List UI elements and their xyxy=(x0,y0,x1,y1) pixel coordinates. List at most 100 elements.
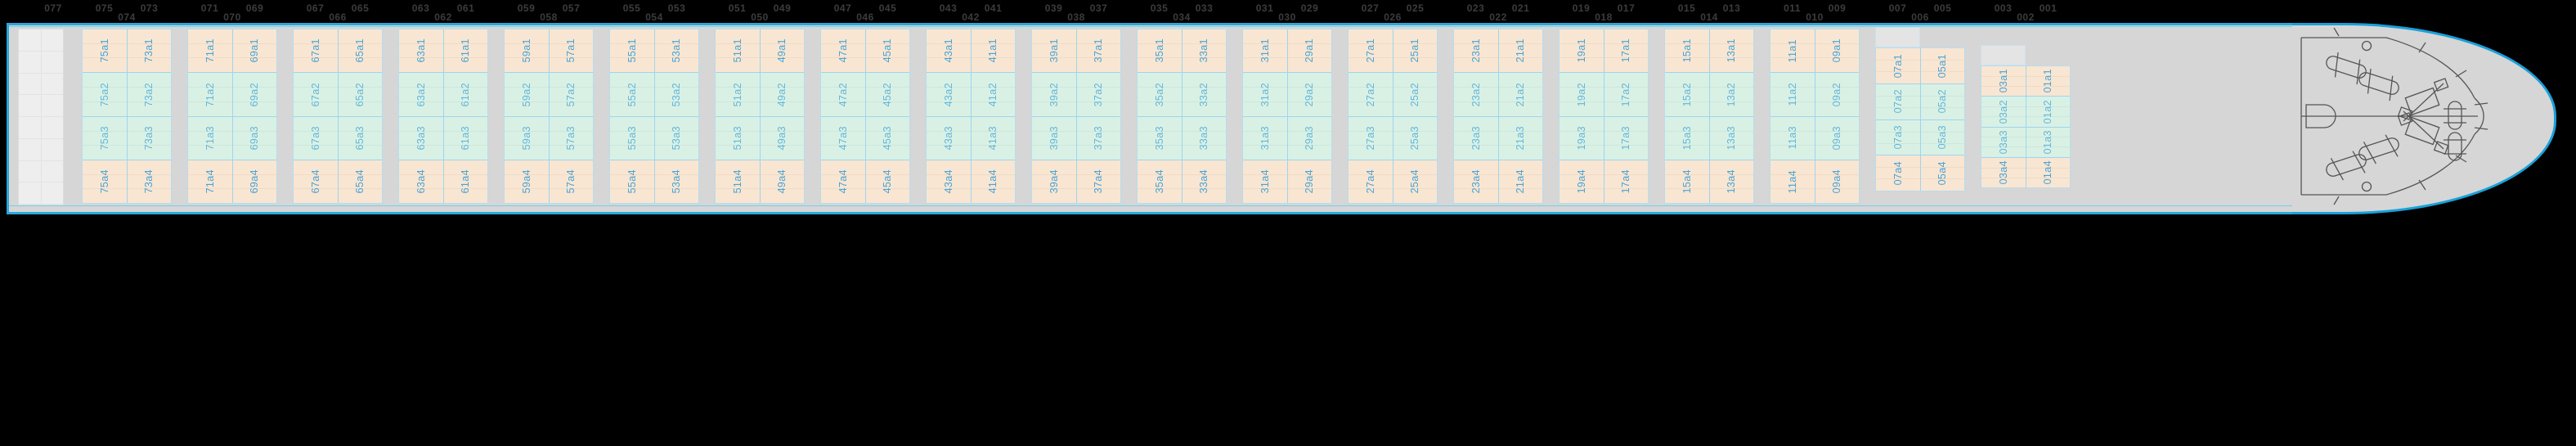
stow-cell[interactable]: 17a1 xyxy=(1604,29,1648,74)
stow-cell[interactable]: 43a3 xyxy=(927,116,971,160)
stow-cell[interactable]: 09a1 xyxy=(1815,29,1859,74)
stow-cell[interactable]: 03a3 xyxy=(1981,127,2026,158)
stow-cell[interactable]: 05a3 xyxy=(1920,119,1964,156)
stow-cell[interactable]: 45a2 xyxy=(865,73,909,117)
stow-cell[interactable]: 35a3 xyxy=(1138,116,1182,160)
stow-cell[interactable]: 41a2 xyxy=(971,73,1015,117)
stow-cell[interactable]: 39a3 xyxy=(1032,116,1076,160)
stow-cell[interactable]: 01a2 xyxy=(2026,97,2070,128)
stow-cell[interactable]: 59a3 xyxy=(505,116,549,160)
stow-cell[interactable]: 61a3 xyxy=(443,116,487,160)
stow-cell[interactable]: 01a3 xyxy=(2026,127,2070,158)
stow-cell[interactable]: 13a4 xyxy=(1709,160,1753,203)
stow-cell[interactable]: 33a3 xyxy=(1182,116,1226,160)
stow-cell[interactable]: 27a4 xyxy=(1349,160,1393,203)
stow-cell[interactable]: 43a2 xyxy=(927,73,971,117)
stow-cell[interactable]: 47a3 xyxy=(821,116,865,160)
stow-cell[interactable]: 67a2 xyxy=(294,73,338,117)
stow-cell[interactable]: 41a3 xyxy=(971,116,1015,160)
stow-cell[interactable]: 71a2 xyxy=(188,73,232,117)
stow-cell[interactable]: 41a4 xyxy=(971,160,1015,203)
stow-cell[interactable]: 01a4 xyxy=(2026,157,2070,187)
stow-cell[interactable]: 75a1 xyxy=(83,29,127,74)
stow-cell[interactable]: 23a2 xyxy=(1454,73,1498,117)
stow-cell[interactable]: 05a1 xyxy=(1920,48,1964,84)
stow-cell[interactable]: 13a2 xyxy=(1709,73,1753,117)
stow-cell[interactable]: 75a3 xyxy=(83,116,127,160)
stow-cell[interactable]: 09a2 xyxy=(1815,73,1859,117)
stow-cell[interactable]: 37a3 xyxy=(1076,116,1120,160)
stow-cell[interactable]: 31a4 xyxy=(1243,160,1287,203)
stow-cell[interactable]: 15a4 xyxy=(1665,160,1709,203)
stow-cell[interactable]: 67a4 xyxy=(294,160,338,203)
stow-cell[interactable]: 27a1 xyxy=(1349,29,1393,74)
stow-cell[interactable]: 55a1 xyxy=(610,29,654,74)
stow-cell[interactable]: 61a2 xyxy=(443,73,487,117)
stow-cell[interactable]: 49a3 xyxy=(760,116,804,160)
stow-cell[interactable]: 73a4 xyxy=(127,160,171,203)
stow-cell[interactable]: 03a2 xyxy=(1981,97,2026,128)
stow-cell[interactable]: 51a1 xyxy=(716,29,760,74)
stow-cell[interactable]: 47a2 xyxy=(821,73,865,117)
stow-cell[interactable]: 57a2 xyxy=(549,73,593,117)
stow-cell[interactable]: 47a4 xyxy=(821,160,865,203)
stow-cell[interactable]: 59a1 xyxy=(505,29,549,74)
stow-cell[interactable]: 43a4 xyxy=(927,160,971,203)
stow-cell[interactable]: 51a3 xyxy=(716,116,760,160)
stow-cell[interactable]: 67a3 xyxy=(294,116,338,160)
stow-cell[interactable]: 11a2 xyxy=(1770,73,1815,117)
stow-cell[interactable]: 57a4 xyxy=(549,160,593,203)
stow-cell[interactable]: 09a4 xyxy=(1815,160,1859,203)
stow-cell[interactable]: 15a2 xyxy=(1665,73,1709,117)
stow-cell[interactable]: 69a2 xyxy=(232,73,276,117)
stow-cell[interactable]: 53a3 xyxy=(654,116,698,160)
stow-cell[interactable]: 65a4 xyxy=(338,160,382,203)
stow-cell[interactable]: 33a2 xyxy=(1182,73,1226,117)
stow-cell[interactable]: 29a4 xyxy=(1287,160,1331,203)
stow-cell[interactable]: 51a4 xyxy=(716,160,760,203)
stow-cell[interactable]: 07a2 xyxy=(1876,83,1920,120)
stow-cell[interactable]: 63a4 xyxy=(399,160,443,203)
stow-cell[interactable]: 29a2 xyxy=(1287,73,1331,117)
stow-cell[interactable]: 19a1 xyxy=(1560,29,1604,74)
stow-cell[interactable]: 21a1 xyxy=(1498,29,1542,74)
stow-cell[interactable]: 49a4 xyxy=(760,160,804,203)
stow-cell[interactable]: 27a3 xyxy=(1349,116,1393,160)
stow-cell[interactable]: 67a1 xyxy=(294,29,338,74)
stow-cell[interactable]: 29a3 xyxy=(1287,116,1331,160)
stow-cell[interactable]: 45a4 xyxy=(865,160,909,203)
stow-cell[interactable]: 55a4 xyxy=(610,160,654,203)
stow-cell[interactable]: 51a2 xyxy=(716,73,760,117)
stow-cell[interactable]: 35a1 xyxy=(1138,29,1182,74)
stow-cell[interactable]: 33a1 xyxy=(1182,29,1226,74)
stow-cell[interactable]: 15a3 xyxy=(1665,116,1709,160)
stow-cell[interactable]: 71a1 xyxy=(188,29,232,74)
stow-cell[interactable]: 35a2 xyxy=(1138,73,1182,117)
stow-cell[interactable]: 57a1 xyxy=(549,29,593,74)
stow-cell[interactable]: 53a4 xyxy=(654,160,698,203)
stow-cell[interactable]: 17a4 xyxy=(1604,160,1648,203)
stow-cell[interactable]: 39a4 xyxy=(1032,160,1076,203)
stow-cell[interactable]: 33a4 xyxy=(1182,160,1226,203)
stow-cell[interactable]: 21a4 xyxy=(1498,160,1542,203)
stow-cell[interactable]: 11a1 xyxy=(1770,29,1815,74)
stow-cell[interactable]: 37a2 xyxy=(1076,73,1120,117)
stow-cell[interactable]: 07a1 xyxy=(1876,48,1920,84)
stow-cell[interactable]: 55a2 xyxy=(610,73,654,117)
stow-cell[interactable]: 55a3 xyxy=(610,116,654,160)
stow-cell[interactable]: 59a2 xyxy=(505,73,549,117)
stow-cell[interactable]: 39a2 xyxy=(1032,73,1076,117)
stow-cell[interactable]: 05a4 xyxy=(1920,155,1964,191)
stow-cell[interactable]: 13a3 xyxy=(1709,116,1753,160)
stow-cell[interactable]: 71a3 xyxy=(188,116,232,160)
stow-cell[interactable]: 49a2 xyxy=(760,73,804,117)
stow-cell[interactable]: 25a3 xyxy=(1393,116,1437,160)
stow-cell[interactable]: 63a1 xyxy=(399,29,443,74)
stow-cell[interactable]: 47a1 xyxy=(821,29,865,74)
stow-cell[interactable]: 25a4 xyxy=(1393,160,1437,203)
stow-cell[interactable]: 23a4 xyxy=(1454,160,1498,203)
stow-cell[interactable]: 75a2 xyxy=(83,73,127,117)
stow-cell[interactable]: 21a3 xyxy=(1498,116,1542,160)
stow-cell[interactable]: 37a1 xyxy=(1076,29,1120,74)
stow-cell[interactable]: 19a2 xyxy=(1560,73,1604,117)
